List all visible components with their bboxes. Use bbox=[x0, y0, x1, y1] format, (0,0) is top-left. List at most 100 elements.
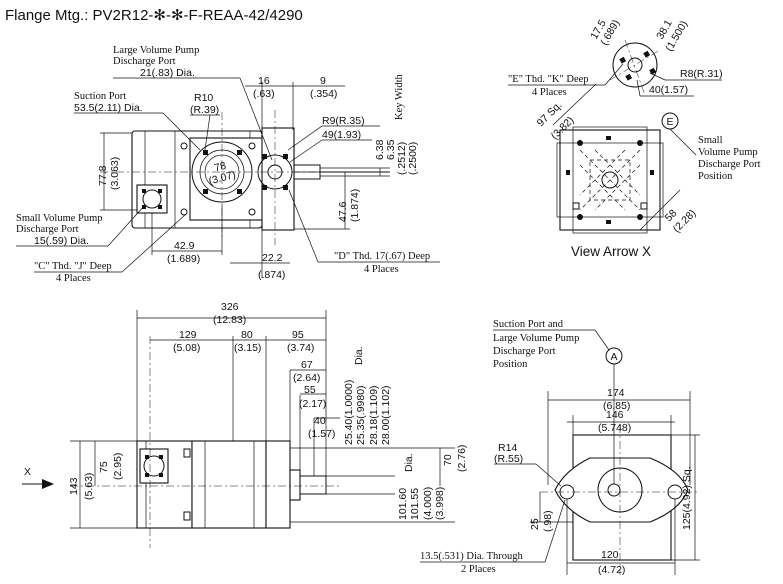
svg-text:6.35: 6.35 bbox=[385, 139, 397, 160]
svg-text:70: 70 bbox=[442, 454, 454, 466]
svg-text:(2.76): (2.76) bbox=[456, 445, 468, 472]
center-circle-label: 78 bbox=[213, 160, 228, 175]
note-suction-port: Suction Port bbox=[74, 91, 126, 102]
svg-text:(R.39): (R.39) bbox=[190, 104, 219, 116]
svg-text:R10: R10 bbox=[194, 92, 213, 104]
svg-text:40(1.57): 40(1.57) bbox=[649, 84, 688, 96]
svg-text:(2.95): (2.95) bbox=[112, 453, 124, 480]
svg-text:21(.83) Dia.: 21(.83) Dia. bbox=[140, 67, 195, 79]
svg-text:(5.63): (5.63) bbox=[83, 473, 95, 500]
svg-text:(3.15): (3.15) bbox=[234, 342, 261, 354]
svg-text:25: 25 bbox=[529, 518, 541, 530]
svg-text:15(.59) Dia.: 15(.59) Dia. bbox=[34, 235, 89, 247]
view-x-marker: X bbox=[24, 466, 31, 478]
svg-text:Position: Position bbox=[698, 171, 733, 182]
svg-text:Dia.: Dia. bbox=[403, 453, 415, 472]
svg-text:28.18(1.109): 28.18(1.109) bbox=[368, 385, 380, 445]
note-large-volume-port: Large Volume Pump bbox=[113, 45, 199, 56]
svg-text:(R.55): (R.55) bbox=[494, 453, 523, 465]
svg-text:129: 129 bbox=[179, 329, 197, 341]
svg-text:(6.85): (6.85) bbox=[603, 400, 630, 412]
svg-text:Position: Position bbox=[493, 359, 528, 370]
svg-text:Discharge Port: Discharge Port bbox=[16, 224, 79, 235]
svg-text:25.40(1.0000): 25.40(1.0000) bbox=[343, 380, 355, 445]
svg-text:6.38: 6.38 bbox=[374, 139, 386, 160]
note-dia-through: 13.5(.531) Dia. Through bbox=[420, 551, 523, 562]
svg-text:9: 9 bbox=[320, 75, 326, 87]
svg-text:(1.57): (1.57) bbox=[308, 428, 335, 440]
svg-text:120: 120 bbox=[601, 549, 619, 561]
svg-text:125(4.92) Sq.: 125(4.92) Sq. bbox=[681, 466, 693, 530]
front-view: 78 (3.07) 16 (.63) 9 (.354) R10 (R.39) R… bbox=[16, 45, 440, 284]
svg-text:47.6: 47.6 bbox=[337, 201, 349, 222]
svg-text:(.2500): (.2500) bbox=[407, 142, 419, 175]
svg-text:95: 95 bbox=[292, 329, 304, 341]
svg-text:Discharge Port: Discharge Port bbox=[493, 346, 556, 357]
drawing-title: Flange Mtg.: PV2R12-✻-✻-F-REAA-42/4290 bbox=[5, 7, 303, 24]
svg-text:(2.64): (2.64) bbox=[293, 372, 320, 384]
svg-text:42.9: 42.9 bbox=[174, 240, 195, 252]
svg-text:A: A bbox=[610, 351, 617, 363]
svg-text:4 Places: 4 Places bbox=[364, 264, 399, 275]
svg-text:(5.08): (5.08) bbox=[173, 342, 200, 354]
view-arrow-label: View Arrow X bbox=[571, 244, 651, 259]
svg-text:(2.17): (2.17) bbox=[299, 398, 326, 410]
svg-text:28.00(1.102): 28.00(1.102) bbox=[380, 385, 392, 445]
svg-text:143: 143 bbox=[68, 477, 80, 495]
svg-text:R9(R.35): R9(R.35) bbox=[322, 115, 365, 127]
svg-text:4 Places: 4 Places bbox=[56, 273, 91, 284]
svg-text:174: 174 bbox=[607, 387, 625, 399]
svg-text:(.874): (.874) bbox=[258, 269, 285, 281]
note-small-volume-position: Small bbox=[698, 135, 723, 146]
svg-text:R8(R.31): R8(R.31) bbox=[680, 68, 723, 80]
svg-text:(3.998): (3.998) bbox=[434, 487, 446, 520]
svg-text:(4.000): (4.000) bbox=[422, 487, 434, 520]
svg-text:Discharge Port: Discharge Port bbox=[698, 159, 761, 170]
svg-text:101.55: 101.55 bbox=[409, 488, 421, 520]
svg-text:(1.689): (1.689) bbox=[167, 253, 200, 265]
key-width-label: Key Width bbox=[394, 73, 405, 120]
svg-text:146: 146 bbox=[606, 409, 624, 421]
svg-text:(1.874): (1.874) bbox=[349, 189, 361, 222]
note-e-thread: "E" Thd. "K" Deep bbox=[508, 74, 589, 85]
svg-text:(.63): (.63) bbox=[253, 88, 275, 100]
svg-text:(3.74): (3.74) bbox=[287, 342, 314, 354]
svg-text:Large Volume Pump: Large Volume Pump bbox=[493, 333, 579, 344]
svg-text:77.8: 77.8 bbox=[97, 165, 109, 186]
svg-text:(.98): (.98) bbox=[542, 510, 554, 532]
svg-text:49(1.93): 49(1.93) bbox=[322, 129, 361, 141]
svg-text:326: 326 bbox=[221, 301, 239, 313]
svg-text:80: 80 bbox=[241, 329, 253, 341]
svg-text:R14: R14 bbox=[498, 442, 517, 454]
svg-text:(3.063): (3.063) bbox=[109, 157, 121, 190]
svg-text:40: 40 bbox=[314, 415, 326, 427]
svg-text:16: 16 bbox=[258, 75, 270, 87]
side-view: X 326 (12.83) 129 (5.08) 80 (3.15) 95 (3… bbox=[22, 301, 468, 548]
svg-text:53.5(2.11) Dia.: 53.5(2.11) Dia. bbox=[74, 102, 143, 114]
svg-text:(.2512): (.2512) bbox=[396, 142, 408, 175]
svg-text:55: 55 bbox=[304, 384, 316, 396]
note-c-thread: "C" Thd. "J" Deep bbox=[34, 261, 112, 272]
svg-text:25.35(.9980): 25.35(.9980) bbox=[355, 385, 367, 445]
view-arrow-x: 17.5 (.689) 38.1 (1.500) R8(R.31) 40(1.5… bbox=[508, 18, 761, 259]
svg-text:E: E bbox=[666, 116, 673, 128]
svg-text:(.354): (.354) bbox=[310, 88, 337, 100]
svg-text:Discharge Port: Discharge Port bbox=[113, 56, 176, 67]
small-volume-port-pattern bbox=[612, 42, 658, 88]
svg-text:Dia.: Dia. bbox=[353, 346, 365, 365]
svg-text:(5.748): (5.748) bbox=[598, 422, 631, 434]
svg-text:101.60: 101.60 bbox=[397, 488, 409, 520]
end-view: 174 (6.85) 146 (5.748) R14 (R.55) 25 (.9… bbox=[420, 319, 700, 576]
svg-text:Volume Pump: Volume Pump bbox=[698, 147, 758, 158]
note-d-thread: "D" Thd. 17(.67) Deep bbox=[334, 251, 430, 262]
svg-text:2 Places: 2 Places bbox=[461, 564, 496, 575]
svg-text:22.2: 22.2 bbox=[262, 252, 283, 264]
note-small-volume-port: Small Volume Pump bbox=[16, 213, 103, 224]
svg-text:75: 75 bbox=[98, 461, 110, 473]
svg-text:(12.83): (12.83) bbox=[213, 314, 246, 326]
svg-text:(4.72): (4.72) bbox=[598, 564, 625, 576]
svg-text:67: 67 bbox=[301, 359, 313, 371]
note-suction-position: Suction Port and bbox=[493, 319, 564, 330]
svg-text:4 Places: 4 Places bbox=[532, 87, 567, 98]
